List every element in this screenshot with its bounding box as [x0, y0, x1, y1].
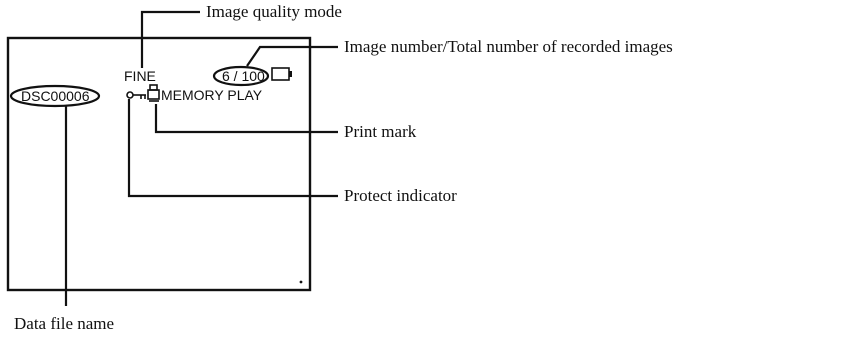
battery-icon: [271, 67, 292, 81]
image-number-leader: [246, 45, 338, 67]
image-number-label: Image number/Total number of recorded im…: [344, 37, 673, 56]
image-counter-highlight: [212, 65, 270, 87]
memory-play-mode-text: MEMORY PLAY: [161, 87, 263, 103]
print-mark-label: Print mark: [344, 122, 417, 141]
key-icon: [126, 91, 146, 99]
protect-indicator-leader: [127, 99, 338, 198]
screen-dot: [299, 280, 303, 284]
lcd-screen-frame: [6, 36, 312, 292]
print-mark-leader: [154, 104, 338, 134]
data-file-name-label: Data file name: [14, 314, 114, 333]
image-quality-mode-text: FINE: [124, 68, 156, 84]
data-file-name-highlight: [9, 84, 101, 108]
image-quality-mode-leader: [140, 10, 200, 68]
data-file-name-text: DSC00006: [21, 88, 90, 104]
protect-indicator-label: Protect indicator: [344, 186, 457, 205]
image-quality-mode-label: Image quality mode: [206, 2, 342, 21]
image-counter-text: 6 / 100: [222, 68, 265, 84]
print-mark-icon: [147, 84, 160, 102]
